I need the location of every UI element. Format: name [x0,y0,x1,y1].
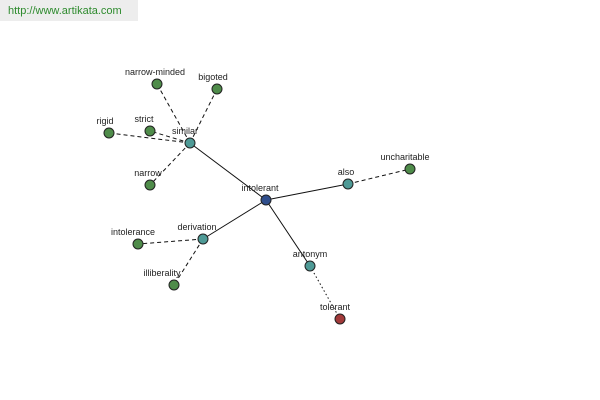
node-narrow[interactable] [144,179,156,191]
label-strict: strict [135,114,154,124]
edge-also-uncharitable [347,168,411,185]
node-intolerant[interactable] [260,194,272,206]
label-narrow: narrow [134,168,162,178]
edge-similar-narrow-minded [156,83,191,144]
label-antonym: antonym [293,249,328,259]
node-derivation[interactable] [197,233,209,245]
label-illiberality: illiberality [143,268,181,278]
label-narrow-minded: narrow-minded [125,67,185,77]
label-intolerant: intolerant [241,183,279,193]
edge-intolerant-derivation [202,199,267,240]
edges-layer [108,83,411,320]
label-intolerance: intolerance [111,227,155,237]
node-tolerant[interactable] [334,313,346,325]
label-uncharitable: uncharitable [380,152,429,162]
node-strict[interactable] [144,125,156,137]
edge-similar-bigoted [189,88,218,144]
labels-layer: intolerant similar also derivation antonym na… [96,67,429,312]
edge-derivation-illiberality [173,238,204,286]
label-tolerant: tolerant [320,302,351,312]
label-derivation: derivation [177,222,216,232]
edge-intolerant-also [265,183,349,201]
node-intolerance[interactable] [132,238,144,250]
edge-similar-narrow [149,142,191,186]
node-also[interactable] [342,178,354,190]
node-uncharitable[interactable] [404,163,416,175]
node-narrow-minded[interactable] [151,78,163,90]
node-similar[interactable] [184,137,196,149]
node-antonym[interactable] [304,260,316,272]
nodes-layer [103,78,416,325]
edge-intolerant-antonym [265,199,311,267]
edge-intolerant-similar [189,142,267,201]
node-rigid[interactable] [103,127,115,139]
label-similar: similar [172,126,198,136]
label-rigid: rigid [96,116,113,126]
url-banner[interactable]: http://www.artikata.com [0,0,138,21]
label-also: also [338,167,355,177]
edge-derivation-intolerance [137,238,204,245]
node-bigoted[interactable] [211,83,223,95]
label-bigoted: bigoted [198,72,228,82]
node-illiberality[interactable] [168,279,180,291]
url-text[interactable]: http://www.artikata.com [8,4,122,17]
